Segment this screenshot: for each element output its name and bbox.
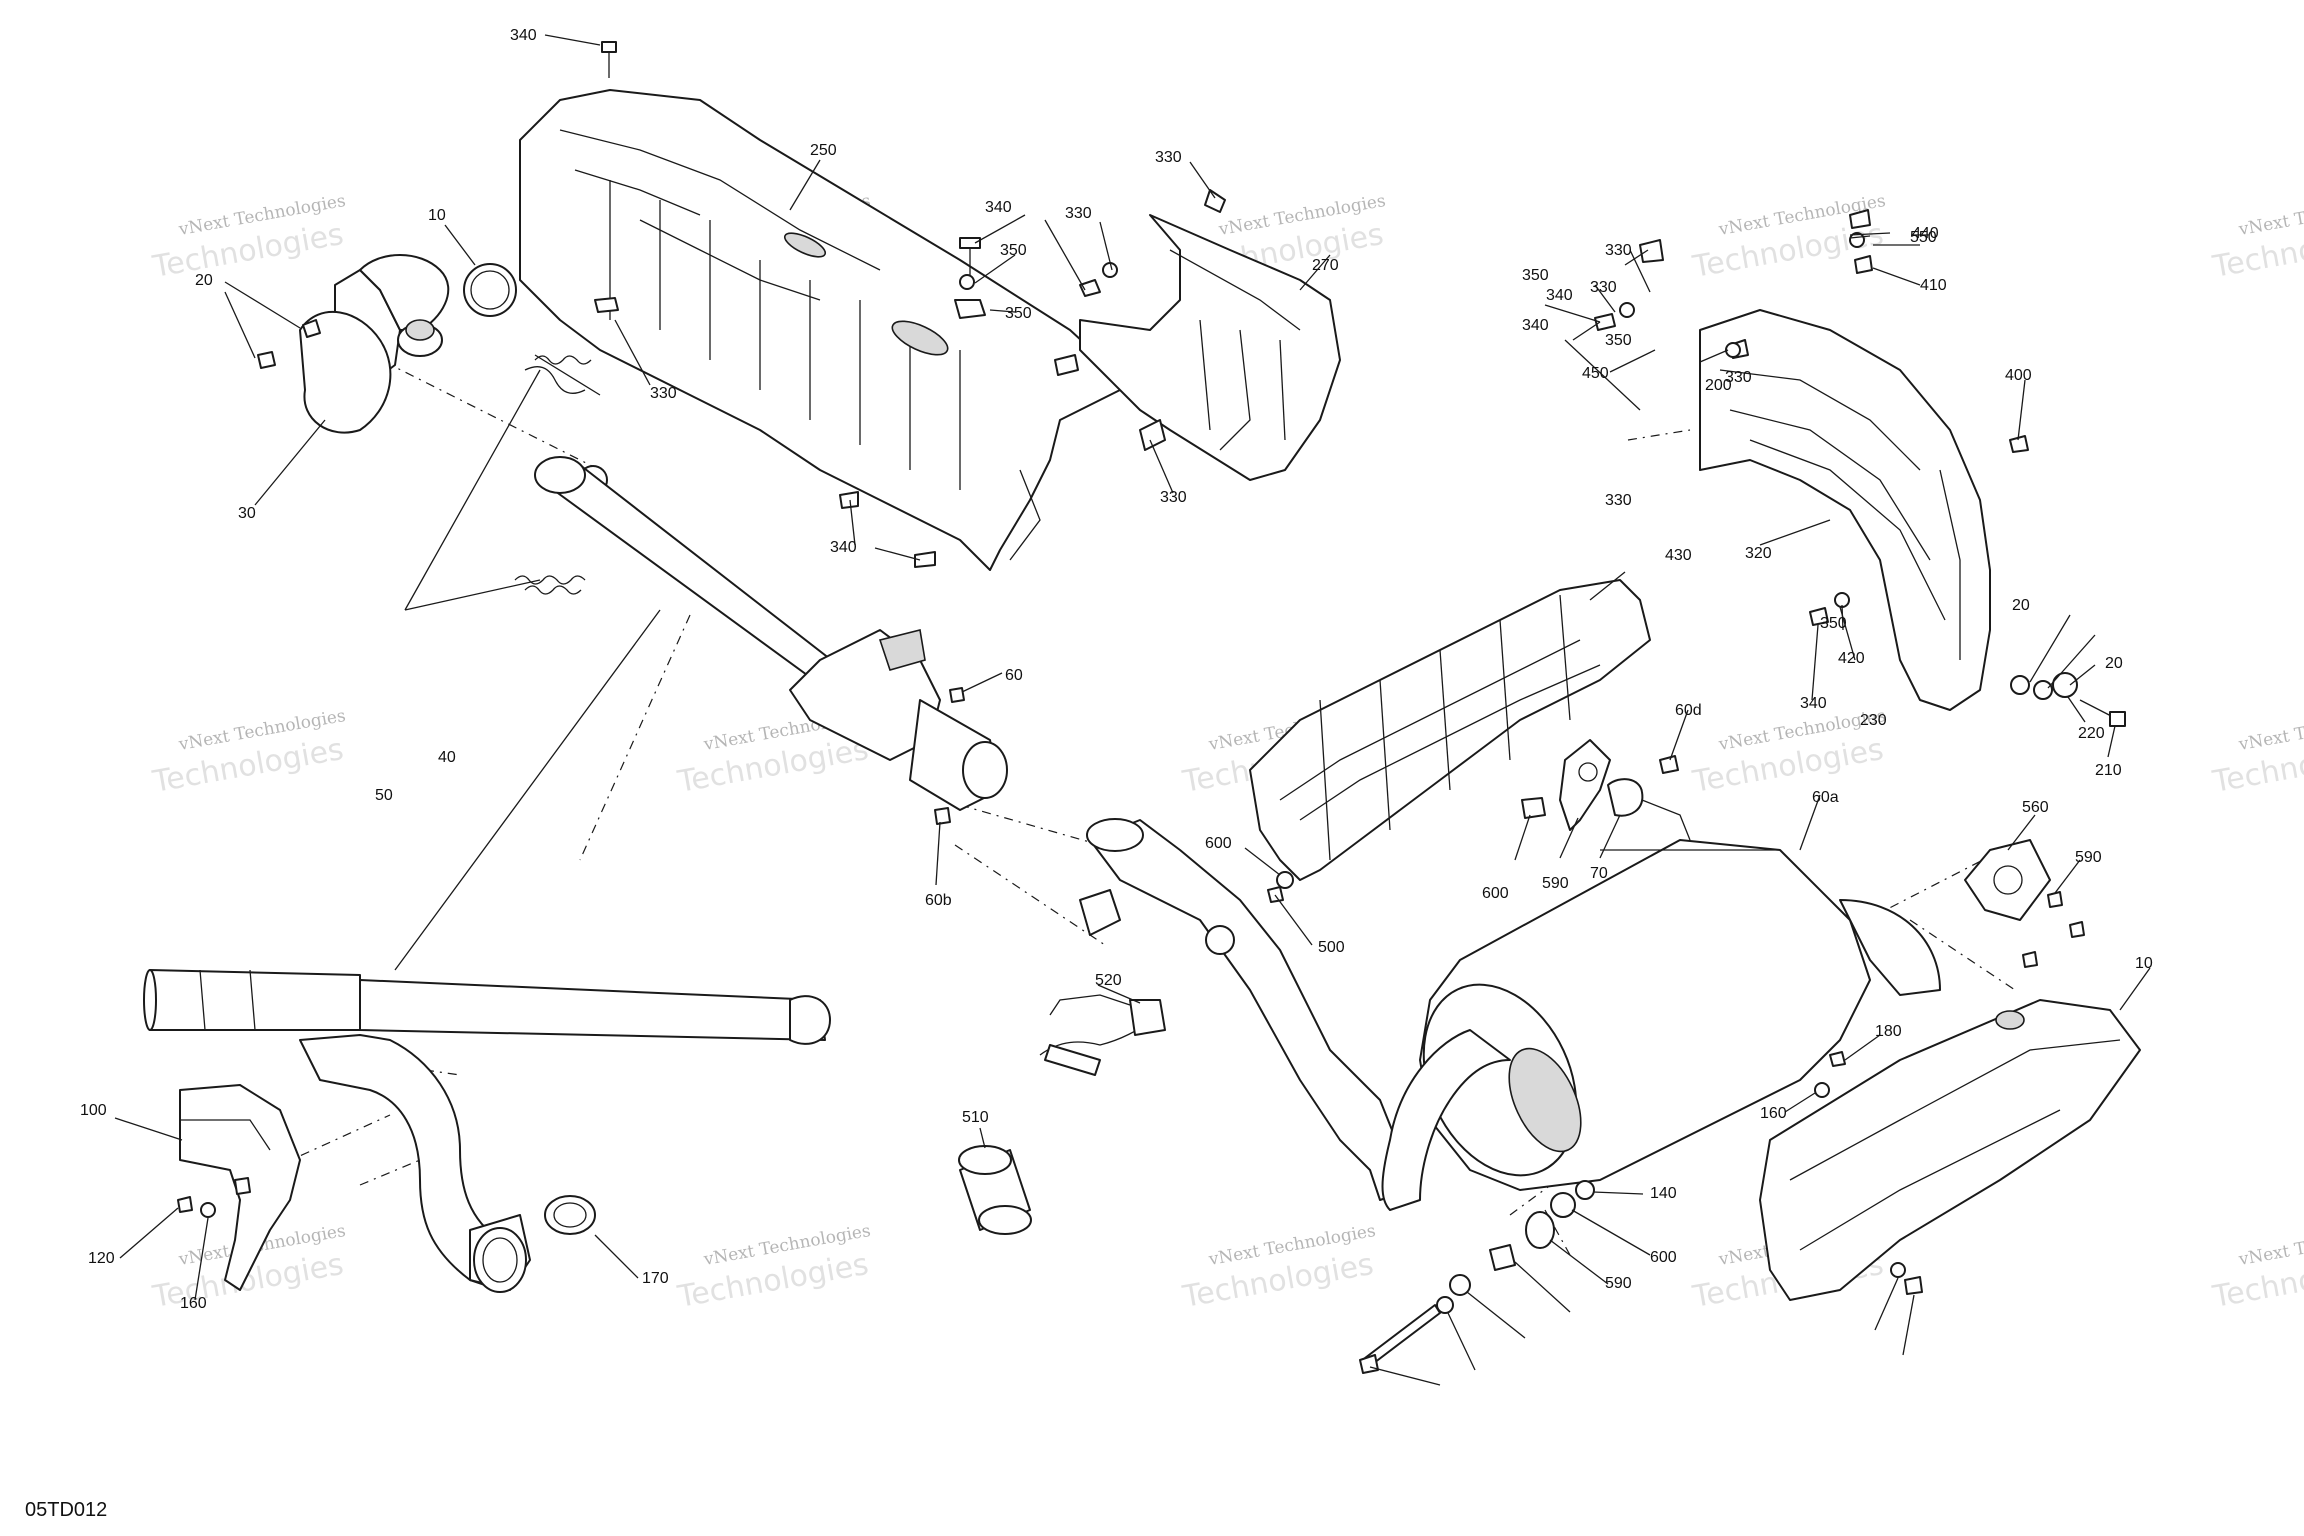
callout-label: 60b	[925, 892, 952, 909]
callout-label: 450	[1582, 365, 1609, 382]
callout-label: 330	[1160, 489, 1187, 506]
callout-label: 340	[1546, 287, 1573, 304]
lower-pipe-assembly	[143, 969, 831, 1293]
callout-label: 430	[1665, 547, 1692, 564]
callout-label: 400	[2005, 367, 2032, 384]
callout-label: 350	[1000, 242, 1027, 259]
callout-label: 20	[195, 272, 213, 289]
callout-label: 550	[1910, 229, 1937, 246]
callout-label: 340	[1800, 695, 1827, 712]
callout-label: 330	[1605, 492, 1632, 509]
callout-label: 160	[180, 1295, 207, 1312]
muffler-60	[1381, 839, 1941, 1211]
callout-label: 560	[2022, 799, 2049, 816]
callout-label: 330	[1605, 242, 1632, 259]
callout-label: 500	[1318, 939, 1345, 956]
callout-label: 440	[1912, 225, 1939, 242]
callout-label: 330	[1155, 149, 1182, 166]
muffler-cover-560	[1759, 999, 2141, 1301]
callout-label: 340	[510, 27, 537, 44]
callout-label: 330	[1065, 205, 1092, 222]
callout-label: 20	[2105, 655, 2123, 672]
callout-label: 350	[1522, 267, 1549, 284]
callout-label: 590	[2075, 849, 2102, 866]
callout-label: 330	[1725, 369, 1752, 386]
callout-label: 120	[88, 1250, 115, 1267]
callout-labels: 340 250 10 20 30 50 40 330 340 350 350 330 330 340 330…	[80, 27, 2153, 1312]
sleeve-60a	[958, 1145, 1032, 1235]
callout-label: 600	[1482, 885, 1509, 902]
gasket-10-top	[463, 263, 517, 317]
callout-label: 60d	[1675, 702, 1702, 719]
callout-label: 220	[2078, 725, 2105, 742]
callout-label: 180	[1875, 1023, 1902, 1040]
callout-label: 100	[80, 1102, 107, 1119]
callout-label: 160	[1760, 1105, 1787, 1122]
watermark-line1: vNext Technologies	[2236, 706, 2304, 755]
callout-label: 420	[1838, 650, 1865, 667]
heat-shield-250	[519, 89, 1131, 571]
callout-label: 410	[1920, 277, 1947, 294]
callout-label: 30	[238, 505, 256, 522]
callout-label: 600	[1205, 835, 1232, 852]
callout-label: 320	[1745, 545, 1772, 562]
drawing-reference: 05TD012	[25, 1499, 107, 1521]
oxygen-sensor-70	[1039, 994, 1166, 1076]
callout-label: 350	[1820, 615, 1847, 632]
callout-label: 330	[1590, 279, 1617, 296]
main-pipe-40	[534, 456, 1008, 811]
callout-label: 140	[1650, 1185, 1677, 1202]
header-pipe-30	[299, 254, 450, 434]
callout-label: 590	[1605, 1275, 1632, 1292]
callout-label: 510	[962, 1109, 989, 1126]
fasteners	[177, 41, 2126, 1374]
callout-label: 250	[810, 142, 837, 159]
callout-label: 270	[1312, 257, 1339, 274]
callout-label: 60	[1005, 667, 1023, 684]
callout-label: 200	[1705, 377, 1732, 394]
callout-label: 10	[2135, 955, 2153, 972]
callout-label: 70	[1590, 865, 1608, 882]
callout-label: 60a	[1812, 789, 1839, 806]
callout-label: 600	[1650, 1249, 1677, 1266]
mid-pipe	[1079, 818, 1411, 1201]
callout-label: 210	[2095, 762, 2122, 779]
callout-label: 340	[985, 199, 1012, 216]
callout-label: 10	[428, 207, 446, 224]
callout-label: 50	[375, 787, 393, 804]
heat-shield-550	[1249, 579, 1651, 881]
leader-lines	[114, 34, 2151, 1386]
bracket-200	[1559, 739, 1611, 831]
watermark-line1: vNext Technologies	[2236, 191, 2304, 240]
callout-label: 170	[642, 1270, 669, 1287]
callout-label: 520	[1095, 972, 1122, 989]
assembly-axes	[279, 361, 2016, 1256]
heat-shield-320	[1699, 309, 1991, 711]
heat-shield-270	[1079, 214, 1341, 481]
callout-label: 350	[1605, 332, 1632, 349]
callout-label: 590	[1542, 875, 1569, 892]
watermark-line1: vNext Technologies	[2236, 1221, 2304, 1270]
flange-plate-60b	[1964, 839, 2051, 921]
callout-label: 20	[2012, 597, 2030, 614]
callout-label: 40	[438, 749, 456, 766]
callout-label: 340	[830, 539, 857, 556]
callout-label: 230	[1860, 712, 1887, 729]
callout-label: 340	[1522, 317, 1549, 334]
callout-label: 330	[650, 385, 677, 402]
callout-label: 350	[1005, 305, 1032, 322]
gasket-10-bottom	[544, 1195, 596, 1235]
